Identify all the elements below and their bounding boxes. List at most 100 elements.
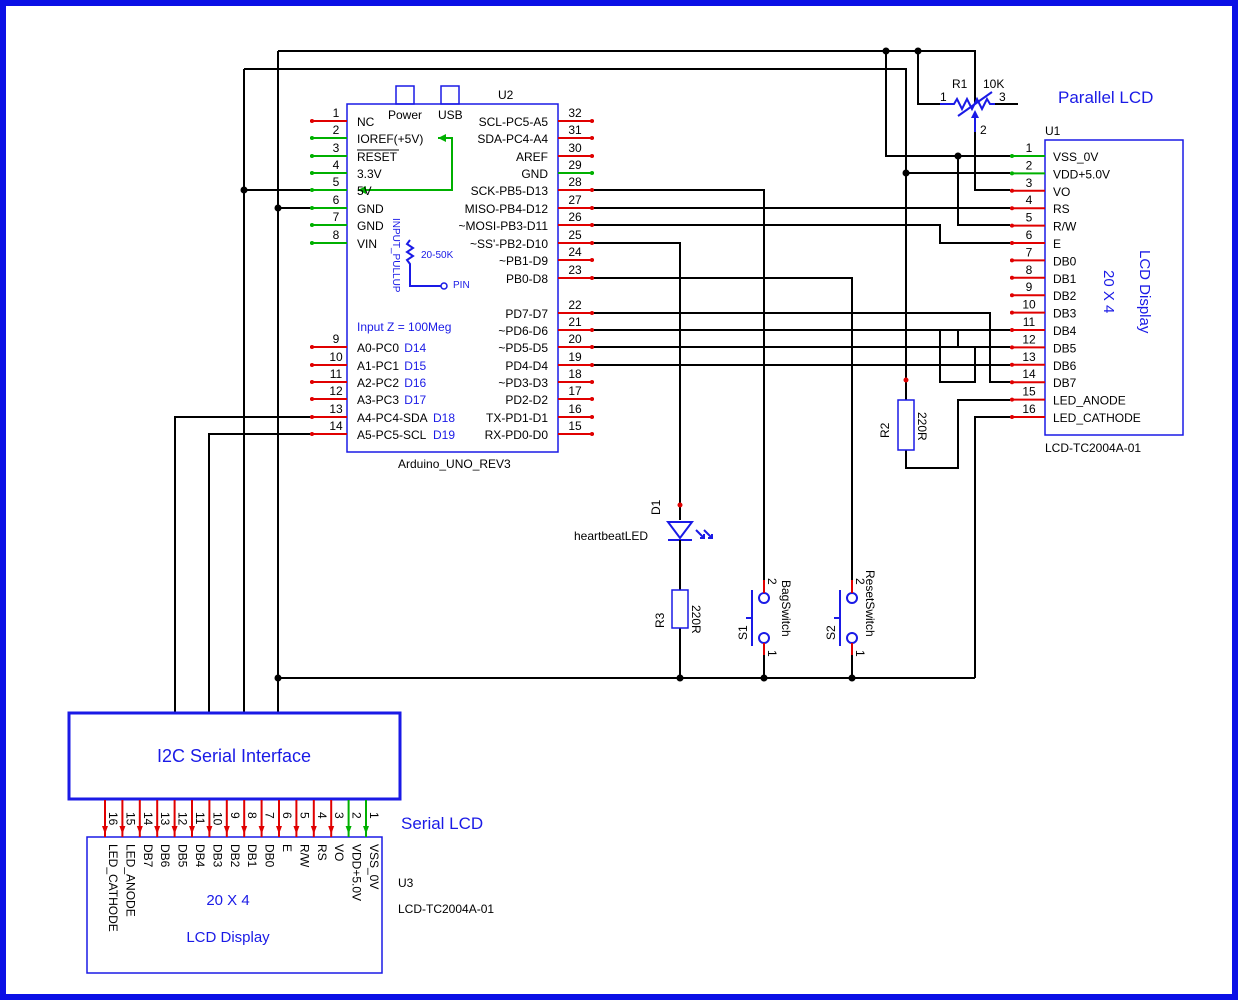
- lcd-pin-label: VDD+5.0V: [1053, 167, 1110, 181]
- wire-d10: [594, 242, 681, 505]
- lcd-pin-label: RS: [1053, 202, 1070, 216]
- serial-pin-label: RS: [315, 844, 329, 861]
- uno-pin-num: 8: [333, 228, 340, 242]
- bag-switch-s1: S1 BagSwitch 2 1: [736, 578, 793, 657]
- uno-pin-ext: D14: [404, 341, 426, 355]
- serial-pin-num: 11: [193, 812, 207, 825]
- lcd-pin-label: DB7: [1053, 376, 1077, 390]
- uno-pin-label: 5V: [357, 184, 372, 198]
- uno-pin-label: A1-PC1: [357, 359, 399, 373]
- uno-pin-num: 2: [333, 123, 340, 137]
- uno-pin-num: 18: [568, 367, 582, 381]
- lcd-pin-num: 1: [1026, 141, 1033, 155]
- uno-pin-num: 24: [568, 245, 582, 259]
- uno-pin-num: 31: [568, 123, 582, 137]
- wire-gnd-top: [278, 50, 976, 104]
- lcd-pin-num: 4: [1026, 193, 1033, 207]
- u1-caption: LCD Display: [1136, 250, 1153, 334]
- uno-pin-label: VIN: [357, 237, 377, 251]
- uno-pin-num: 12: [329, 384, 343, 398]
- lcd-pin-label: R/W: [1053, 220, 1077, 234]
- wire-pot-1: [917, 51, 940, 105]
- serial-pin-num: 9: [228, 812, 242, 819]
- lcd-pin-num: 14: [1022, 367, 1036, 381]
- serial-pin-label: DB7: [141, 844, 155, 868]
- svg-text:S1: S1: [736, 625, 750, 640]
- uno-pin-ext: D17: [404, 393, 426, 407]
- svg-text:3: 3: [999, 90, 1006, 104]
- lcd-pin-num: 7: [1026, 245, 1033, 259]
- uno-pin-num: 4: [333, 158, 340, 172]
- u3-caption: LCD Display: [186, 929, 270, 946]
- svg-text:220R: 220R: [915, 412, 929, 441]
- serial-pin-num: 3: [332, 812, 346, 819]
- serial-pin-num: 12: [176, 812, 190, 826]
- uno-pin-label: ~PD3-D3: [498, 376, 548, 390]
- uno-pin-num: 21: [568, 315, 582, 329]
- lcd-pin-num: 15: [1022, 385, 1036, 399]
- wire-scl: [208, 433, 310, 712]
- serial-pin-label: VDD+5.0V: [350, 844, 364, 901]
- heartbeat-led: D1 heartbeatLED: [574, 499, 713, 590]
- usb-label: USB: [438, 108, 463, 122]
- lcd-pin-num: 10: [1022, 298, 1036, 312]
- uno-pin-label: SCK-PB5-D13: [471, 184, 549, 198]
- lcd-pin-label: DB1: [1053, 272, 1077, 286]
- uno-pin-label: ~SS'-PB2-D10: [470, 237, 548, 251]
- uno-pin-label: SCL-PC5-A5: [479, 115, 549, 129]
- serial-pin-label: DB6: [158, 844, 172, 868]
- reset-switch-s2: S2 ResetSwitch 2 1: [824, 570, 877, 657]
- serial-pin-num: 4: [315, 812, 329, 819]
- uno-pin-label: GND: [357, 202, 384, 216]
- serial-pin-num: 16: [106, 812, 120, 826]
- serial-pin-label: DB0: [263, 844, 277, 868]
- uno-pin-label: RX-PD0-D0: [485, 428, 549, 442]
- svg-text:2: 2: [980, 123, 987, 137]
- uno-pin-num: 20: [568, 332, 582, 346]
- svg-text:220R: 220R: [689, 605, 703, 634]
- uno-pin-ext: D15: [404, 359, 426, 373]
- wire-e: [594, 224, 1010, 244]
- uno-pin-label: NC: [357, 115, 375, 129]
- lcd-pin-label: DB6: [1053, 359, 1077, 373]
- u1-size: 20 X 4: [1100, 270, 1117, 313]
- svg-text:1: 1: [765, 650, 779, 657]
- lcd-pin-label: DB3: [1053, 307, 1077, 321]
- uno-pin-num: 16: [568, 402, 582, 416]
- r1-ref: R1: [952, 77, 968, 91]
- uno-pin-label: RESET: [357, 150, 398, 164]
- uno-pin-label: SDA-PC4-A4: [477, 132, 548, 146]
- serial-pin-num: 2: [350, 812, 364, 819]
- uno-pin-num: 28: [568, 175, 582, 189]
- serial-pin-num: 8: [245, 812, 259, 819]
- uno-pin-num: 30: [568, 141, 582, 155]
- wire-d13: [594, 189, 765, 580]
- lcd-pin-label: DB2: [1053, 289, 1077, 303]
- serial-pin-num: 6: [280, 812, 294, 819]
- wire-d4a: [594, 347, 976, 366]
- svg-text:R2: R2: [878, 422, 892, 438]
- uno-pin-label: ~PD5-D5: [498, 341, 548, 355]
- uno-name: Arduino_UNO_REV3: [398, 457, 511, 471]
- serial-pin-label: E: [280, 844, 294, 852]
- u3-pins: 16LED_CATHODE15LED_ANODE14DB713DB612DB51…: [102, 800, 381, 932]
- wire-d5a: [594, 330, 959, 348]
- u1-part: LCD-TC2004A-01: [1045, 441, 1141, 455]
- uno-pin-num: 32: [568, 106, 582, 120]
- uno-pin-label: ~MOSI-PB3-D11: [459, 219, 549, 233]
- uno-ref: U2: [498, 88, 514, 102]
- resistor-r2: R2 220R: [878, 377, 929, 451]
- wire-d4b: [939, 330, 1010, 383]
- junctions: [240, 47, 962, 682]
- pullup-value: 20-50K: [421, 250, 454, 261]
- uno-pin-label: A0-PC0: [357, 341, 399, 355]
- wires: [174, 50, 1018, 712]
- uno-pin-num: 7: [333, 210, 340, 224]
- wire-sda: [174, 416, 310, 712]
- lcd-pin-num: 9: [1026, 280, 1033, 294]
- uno-pin-label: GND: [521, 167, 548, 181]
- serial-pin-num: 13: [158, 812, 172, 826]
- lcd-pin-label: LED_ANODE: [1053, 394, 1126, 408]
- svg-text:1: 1: [940, 90, 947, 104]
- lcd-pin-label: E: [1053, 237, 1061, 251]
